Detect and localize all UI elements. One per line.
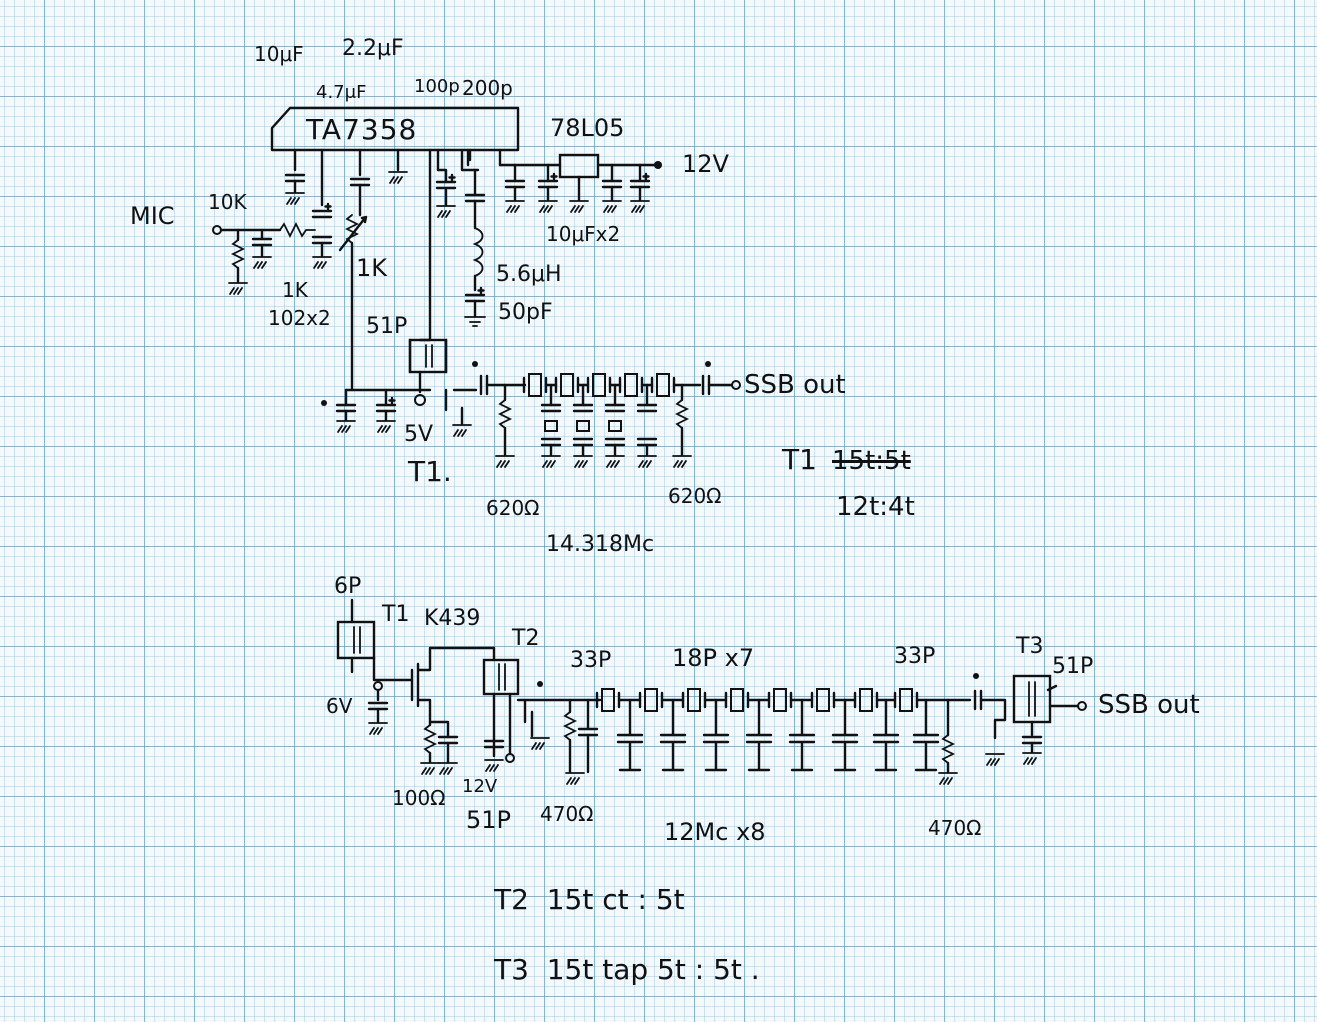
label-t1-lower: T1 xyxy=(382,602,410,627)
ic-ta7358-body xyxy=(270,106,520,152)
label-mic: MIC xyxy=(130,202,175,230)
label-crystals-12mc: 12Mc x8 xyxy=(664,818,766,846)
label-res-620-left: 620Ω xyxy=(486,496,540,520)
label-supply-12v: 12V xyxy=(682,150,729,178)
label-res-1k: 1K xyxy=(282,278,308,302)
label-cap-102x2: 102x2 xyxy=(268,306,331,330)
label-cap-100p: 100p xyxy=(414,76,460,97)
note-t3-winding: T3 15t tap 5t : 5t . xyxy=(494,953,760,986)
label-cap-4-7uf: 4.7μF xyxy=(316,82,367,103)
label-cap-50pf: 50pF xyxy=(498,300,553,325)
label-res-1k-trim: 1K xyxy=(356,254,388,282)
label-t1-upper: T1. xyxy=(408,455,452,488)
label-cap-18px7: 18P x7 xyxy=(672,644,755,672)
label-supply-6v: 6V xyxy=(326,694,353,718)
label-cap-51p-out: 51P xyxy=(1052,654,1094,679)
label-res-100: 100Ω xyxy=(392,786,446,810)
label-ind-5-6uh: 5.6μH xyxy=(496,262,562,287)
regulator-label: 78L05 xyxy=(550,114,625,142)
label-t1-ratio: T1 xyxy=(782,443,817,476)
label-res-470-right: 470Ω xyxy=(928,816,982,840)
label-supply-5v: 5V xyxy=(404,422,434,447)
note-t2-winding: T2 15t ct : 5t xyxy=(494,883,685,916)
label-cap-33p-right: 33P xyxy=(894,644,936,669)
label-crystal-freq: 14.318Mc xyxy=(546,532,655,557)
ic-label: TA7358 xyxy=(306,113,418,146)
label-ssb-out-lower: SSB out xyxy=(1098,690,1200,720)
lower-circuit xyxy=(336,598,1087,785)
label-fet-k439: K439 xyxy=(424,606,481,631)
label-cap-51p-bottom: 51P xyxy=(466,806,512,834)
label-res-620-right: 620Ω xyxy=(668,484,722,508)
label-t1-ratio-new: 12t:4t xyxy=(836,492,915,522)
label-cap-51p: 51P xyxy=(366,314,408,339)
label-supply-12v-lower: 12V xyxy=(462,776,498,797)
label-t2: T2 xyxy=(512,626,540,651)
label-ssb-out-upper: SSB out xyxy=(744,370,846,400)
upper-circuit xyxy=(212,106,741,468)
label-cap-6p: 6P xyxy=(334,574,362,599)
regulator-78l05 xyxy=(558,153,600,179)
label-t3: T3 xyxy=(1016,634,1044,659)
label-cap-200p: 200p xyxy=(462,76,513,100)
label-res-470-left: 470Ω xyxy=(540,802,594,826)
label-cap-33p-left: 33P xyxy=(570,648,612,673)
label-t1-ratio-old: 15t:5t xyxy=(832,446,911,476)
label-cap-10uf: 10μF xyxy=(254,42,304,66)
label-cap-2-2uf: 2.2μF xyxy=(342,36,404,61)
label-res-10k: 10K xyxy=(208,190,247,214)
label-cap-10ufx2: 10μFx2 xyxy=(546,222,621,246)
